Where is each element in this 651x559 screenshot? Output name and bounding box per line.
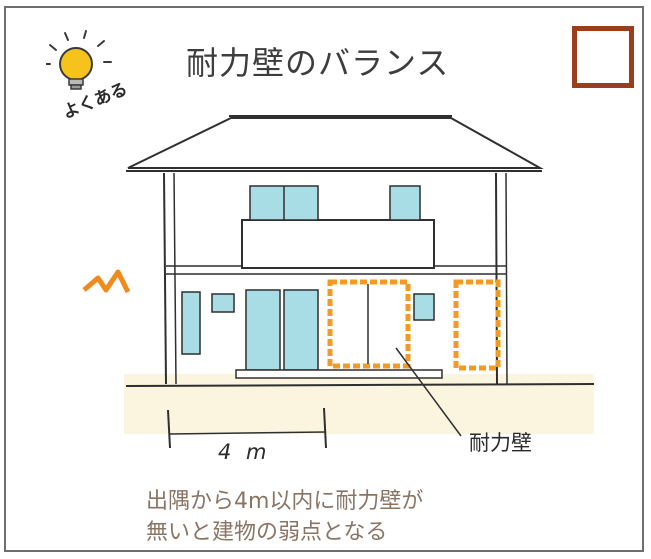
house-illustration — [82, 115, 595, 449]
illustration-card: よくある 耐力壁のバランス — [4, 6, 644, 552]
caption: 出隅から4m以内に耐力壁が 無いと建物の弱点となる — [146, 486, 423, 548]
zigzag-mark-icon — [82, 269, 131, 294]
page-title: 耐力壁のバランス — [186, 44, 450, 82]
bearing-wall-label: 耐力壁 — [469, 431, 532, 455]
caption-line-1: 出隅から4m以内に耐力壁が — [146, 489, 424, 514]
caption-line-2: 無いと建物の弱点となる — [146, 520, 388, 545]
bearing-wall-highlight — [327, 279, 501, 371]
checkbox[interactable] — [572, 26, 634, 88]
dimension-label: 4 m — [218, 440, 271, 464]
lightbulb-icon — [46, 30, 112, 90]
